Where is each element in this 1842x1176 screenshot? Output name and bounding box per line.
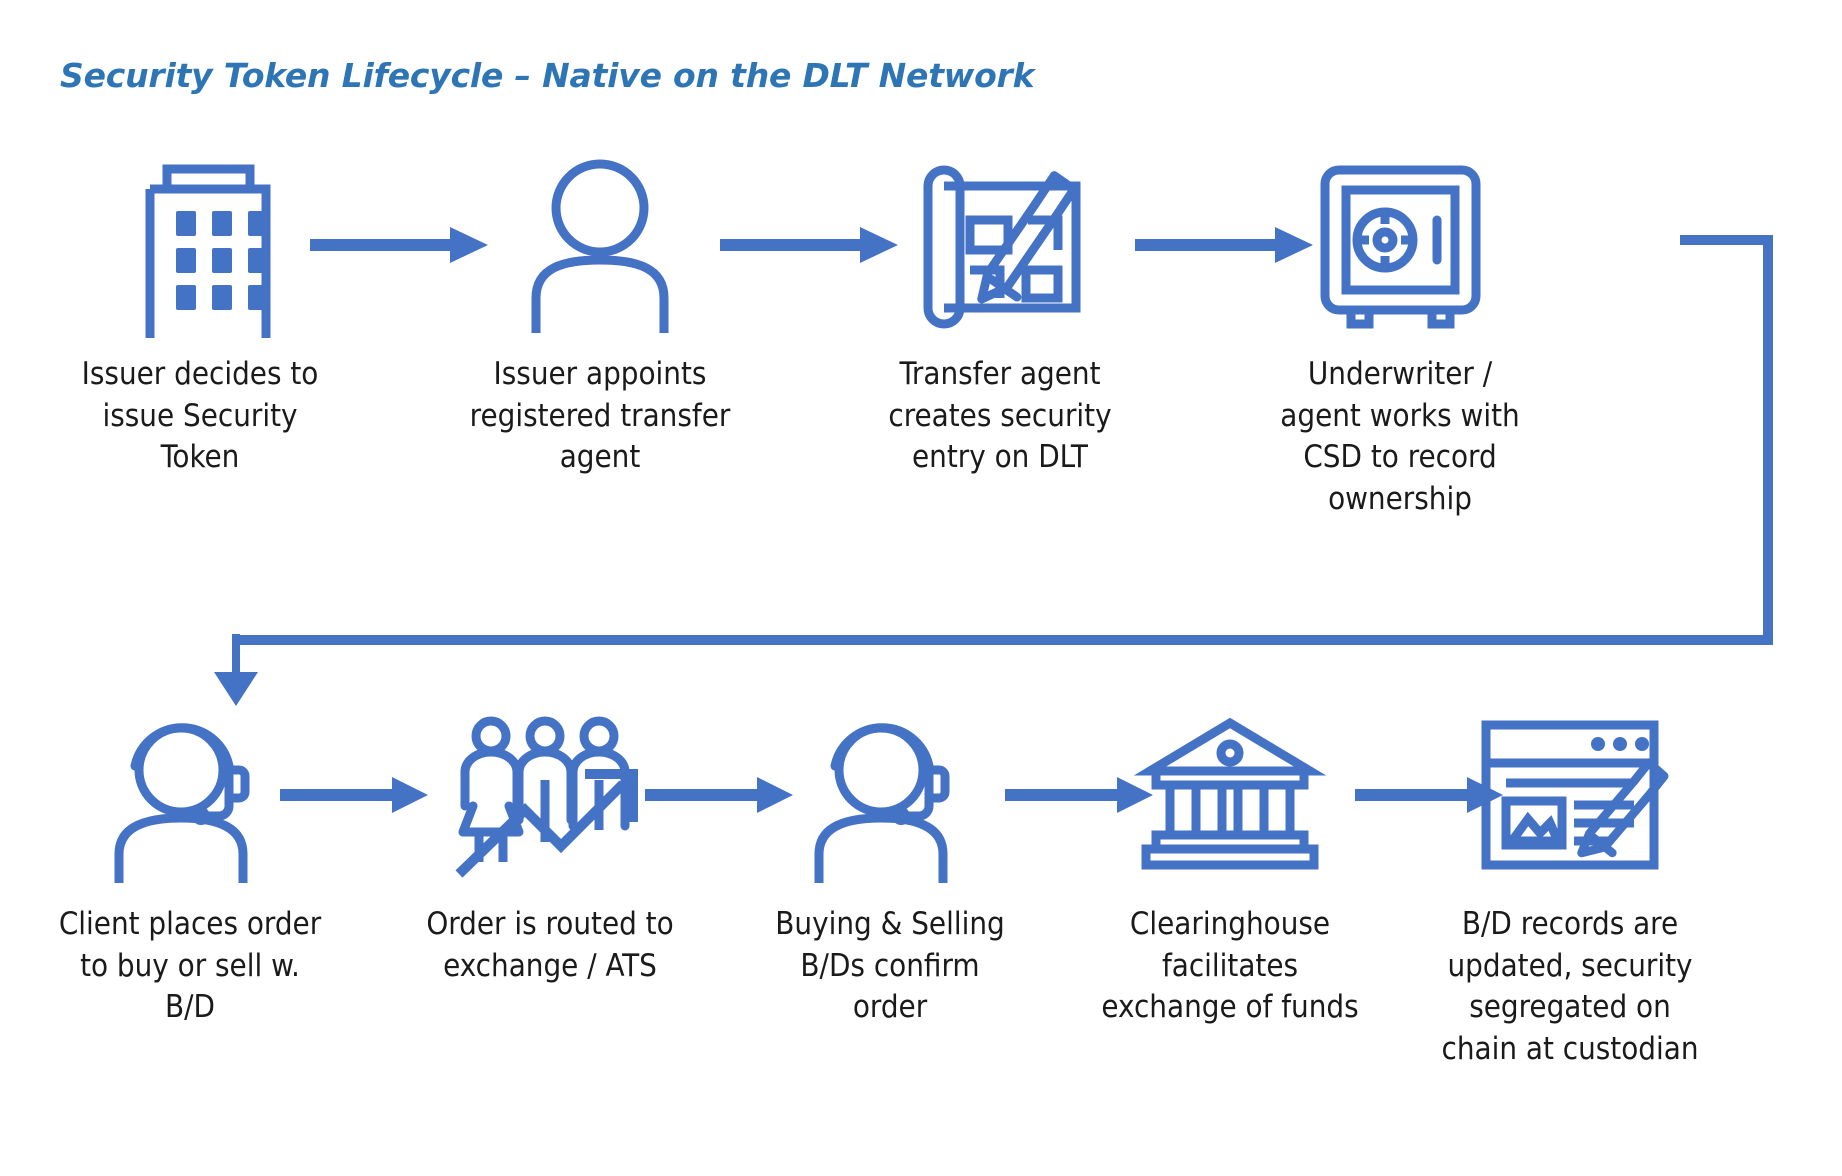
step-label: Issuer appoints registered transfer agen… bbox=[469, 356, 731, 476]
page-title: Security Token Lifecycle – Native on the… bbox=[60, 56, 1035, 95]
headset-agent-icon bbox=[805, 700, 975, 890]
lifecycle-row-2: Client places order to buy or sell w. B/… bbox=[0, 700, 1842, 1070]
headset-agent-icon bbox=[105, 700, 275, 890]
people-growth-chart-icon bbox=[453, 700, 648, 890]
office-building-icon bbox=[134, 150, 271, 340]
step-underwriter-csd[interactable]: Underwriter / agent works with CSD to re… bbox=[1200, 150, 1600, 520]
step-label: Client places order to buy or sell w. B/… bbox=[58, 906, 322, 1026]
arrow-right-icon bbox=[1005, 700, 1155, 890]
arrow-right-icon bbox=[1355, 700, 1505, 890]
blueprint-pencil-icon bbox=[908, 150, 1093, 340]
person-icon bbox=[525, 150, 675, 340]
step-label: Issuer decides to issue Security Token bbox=[81, 356, 319, 476]
bank-building-icon bbox=[1133, 700, 1327, 890]
arrow-right-icon bbox=[280, 700, 430, 890]
step-bd-confirm-order[interactable]: Buying & Selling B/Ds confirm order bbox=[720, 700, 1060, 1070]
step-label: Transfer agent creates security entry on… bbox=[888, 356, 1112, 476]
step-label: B/D records are updated, security segreg… bbox=[1441, 906, 1699, 1067]
step-label: Order is routed to exchange / ATS bbox=[426, 906, 674, 984]
arrow-right-icon bbox=[645, 700, 795, 890]
lifecycle-row-1: Issuer decides to issue Security Token I… bbox=[0, 150, 1842, 520]
step-client-places-order[interactable]: Client places order to buy or sell w. B/… bbox=[0, 700, 380, 1070]
step-label: Clearinghouse facilitates exchange of fu… bbox=[1101, 906, 1359, 1026]
safe-vault-icon bbox=[1313, 150, 1488, 340]
step-label: Buying & Selling B/Ds confirm order bbox=[775, 906, 1005, 1026]
arrow-down-icon bbox=[214, 634, 258, 706]
step-label: Underwriter / agent works with CSD to re… bbox=[1280, 356, 1520, 517]
webpage-edit-icon bbox=[1478, 700, 1668, 890]
step-clearinghouse[interactable]: Clearinghouse facilitates exchange of fu… bbox=[1060, 700, 1400, 1070]
step-bd-records-updated[interactable]: B/D records are updated, security segreg… bbox=[1400, 700, 1740, 1070]
step-order-routed[interactable]: Order is routed to exchange / ATS bbox=[380, 700, 720, 1070]
